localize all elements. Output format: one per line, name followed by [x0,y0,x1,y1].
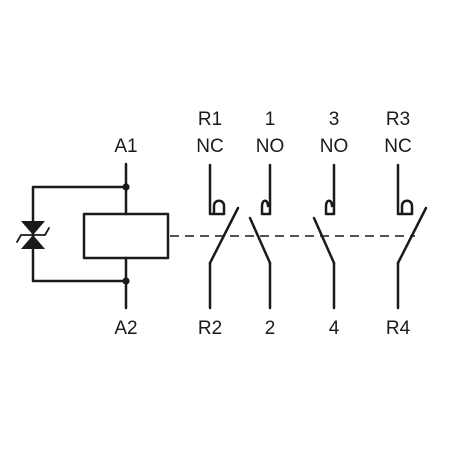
contact-r3-r4: R3 NC R4 [384,109,428,339]
coil-terminal-a1-label: A1 [114,136,137,157]
no-contact-icon [324,163,336,216]
coil-circuit: A1 A2 [16,136,170,339]
coil-terminal-a2-label: A2 [114,318,137,339]
contact-blade [248,216,272,265]
contact-bottom-terminal-label: R2 [198,318,222,339]
contact-bottom-terminal-label: R4 [386,318,411,339]
contact-top-terminal-label: R3 [386,109,410,130]
nc-contact-icon [208,163,226,216]
contact-type-label: NO [320,136,349,157]
contact-type-label: NC [384,136,411,157]
contact-bottom-terminal-label: 4 [329,318,340,339]
contact-bottom-terminal-label: 2 [265,318,276,339]
contact-top-terminal-label: R1 [198,109,222,130]
contact-1-2: 1 NO 2 [248,109,285,339]
contact-top-terminal-label: 3 [329,109,340,130]
contact-type-label: NC [196,136,223,157]
contact-blade [396,206,428,265]
contact-top-terminal-label: 1 [265,109,276,130]
contact-blade [208,206,240,265]
contact-blade [312,216,336,265]
nc-contact-icon [396,163,414,216]
contact-r1-r2: R1 NC R2 [196,109,240,339]
contact-3-4: 3 NO 4 [312,109,349,339]
bidirectional-tvs-diode-icon [16,221,50,249]
coil-box [82,212,170,260]
contact-type-label: NO [256,136,285,157]
no-contact-icon [260,163,272,216]
suppressor-wire [31,185,128,283]
